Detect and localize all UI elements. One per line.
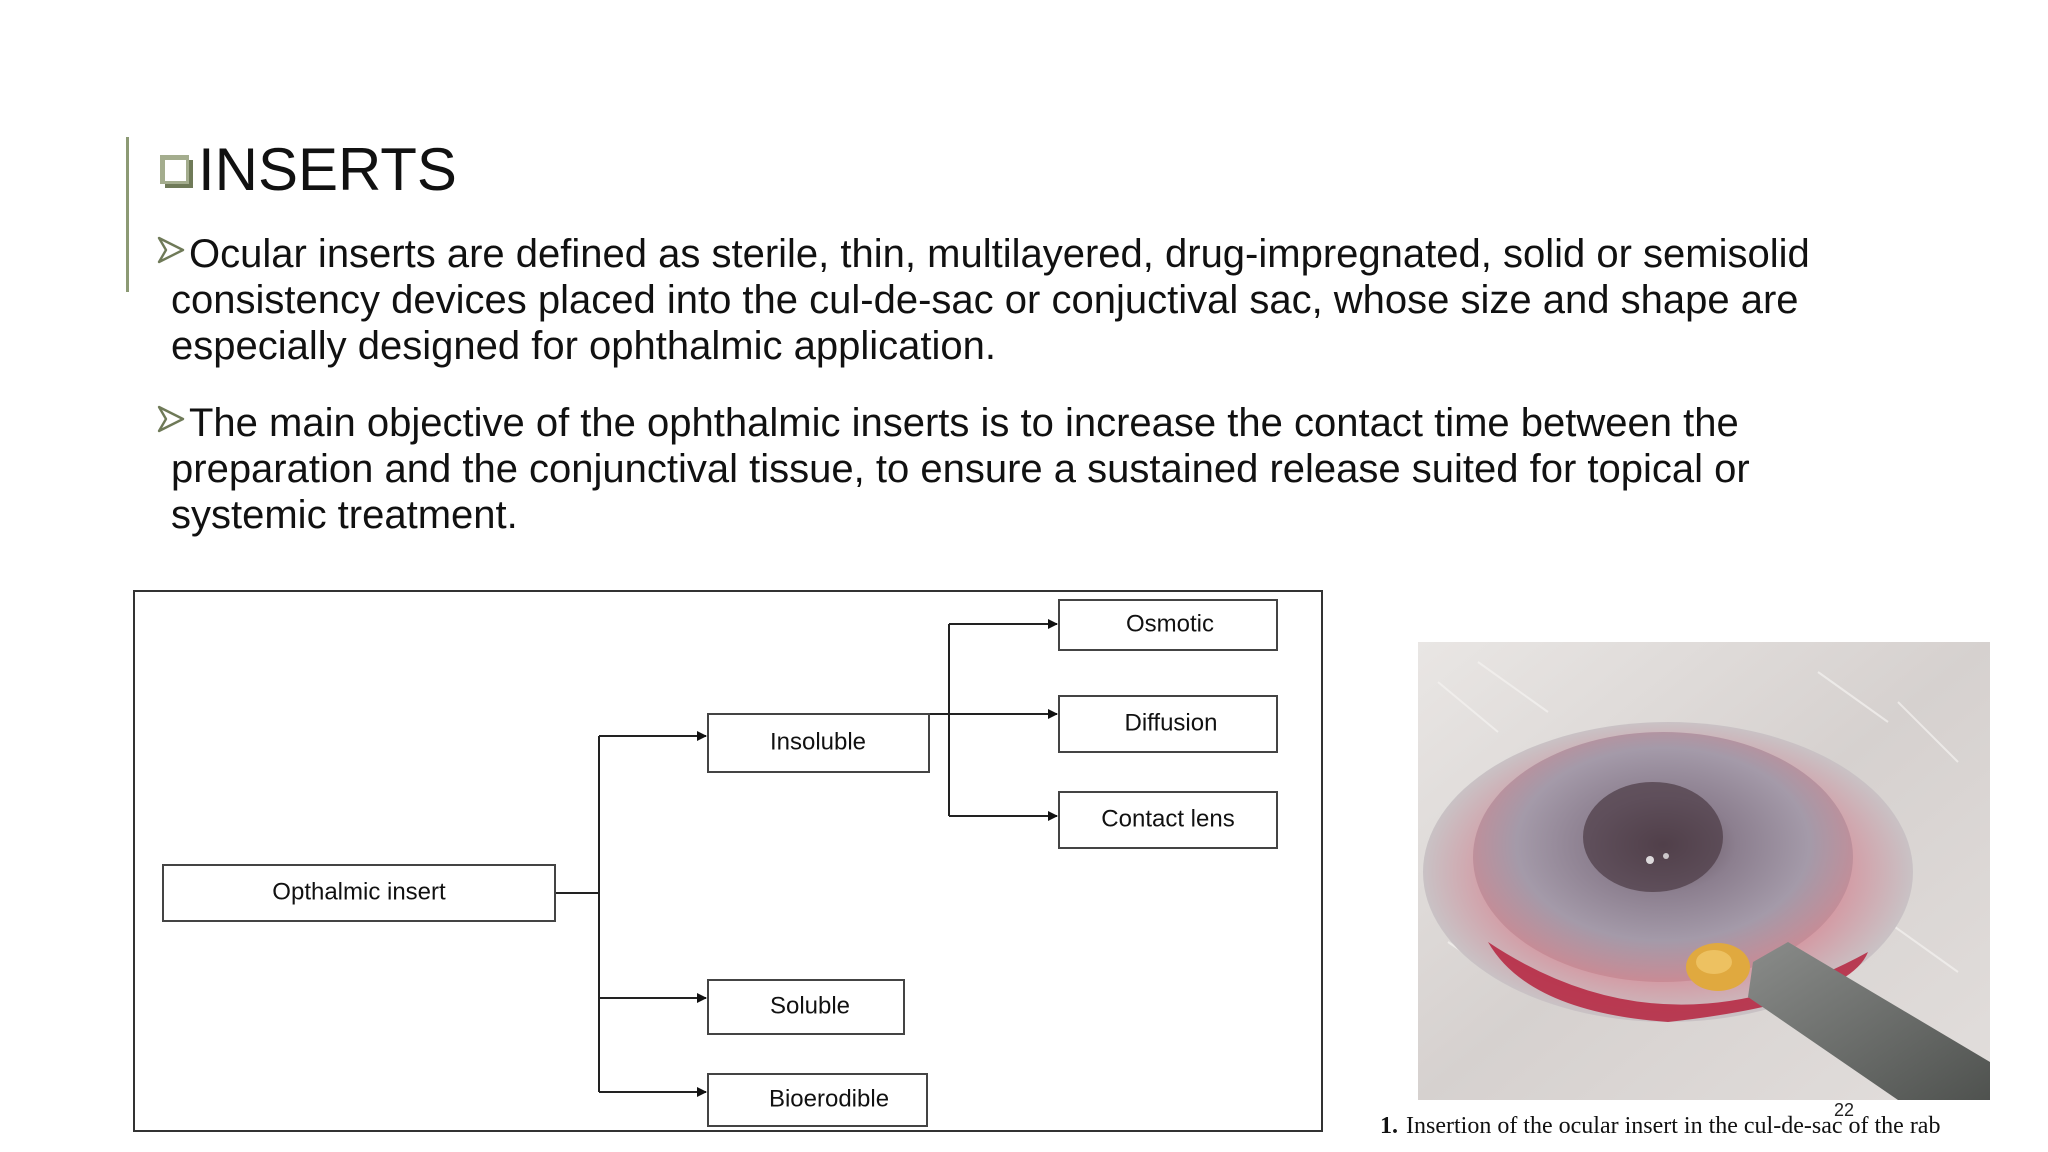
bullet-text-line: especially designed for ophthalmic appli… xyxy=(171,324,996,368)
node-label: Soluble xyxy=(770,992,850,1019)
caption-number: 1. xyxy=(1380,1113,1398,1139)
accent-bar xyxy=(126,137,129,292)
node-label: Osmotic xyxy=(1126,610,1214,637)
arrow-bullet-icon xyxy=(156,236,189,267)
bullet-text-line: systemic treatment. xyxy=(171,493,518,537)
bullet-text-line: consistency devices placed into the cul-… xyxy=(171,278,1799,322)
node-label: Diffusion xyxy=(1125,709,1218,736)
node-soluble: Soluble xyxy=(707,979,905,1035)
diagram-connectors xyxy=(555,619,1058,1097)
bullet-text-line: Ocular inserts are defined as sterile, t… xyxy=(189,232,1810,276)
bullet-objective: The main objective of the ophthalmic ins… xyxy=(156,400,1956,538)
node-label: Contact lens xyxy=(1101,805,1234,832)
slide-title-text: INSERTS xyxy=(198,136,457,203)
insert-classification-diagram: Opthalmic insert Insoluble Osmotic Diffu… xyxy=(133,590,1323,1132)
node-label: Opthalmic insert xyxy=(272,878,446,905)
figure-caption: 1. Insertion of the ocular insert in the … xyxy=(1380,1113,2048,1139)
bullet-text-line: preparation and the conjunctival tissue,… xyxy=(171,447,1750,491)
node-label: Insoluble xyxy=(770,728,866,755)
caption-text: Insertion of the ocular insert in the cu… xyxy=(1406,1113,1941,1139)
node-label: Bioerodible xyxy=(769,1085,889,1112)
node-insoluble: Insoluble xyxy=(707,713,930,773)
node-contact-lens: Contact lens xyxy=(1058,791,1278,849)
node-osmotic: Osmotic xyxy=(1058,599,1278,651)
node-bioerodible: Bioerodible xyxy=(707,1073,928,1127)
page-number: 22 xyxy=(1834,1100,1855,1120)
node-opthalmic-insert: Opthalmic insert xyxy=(162,864,556,922)
bullet-text-line: The main objective of the ophthalmic ins… xyxy=(189,401,1739,445)
ocular-insert-photo xyxy=(1418,642,1990,1100)
slide-title: INSERTS xyxy=(160,135,457,205)
checkbox-bullet-icon xyxy=(160,153,194,188)
node-diffusion: Diffusion xyxy=(1058,695,1278,753)
arrow-bullet-icon xyxy=(156,405,189,436)
bullet-definition: Ocular inserts are defined as sterile, t… xyxy=(156,231,1956,369)
